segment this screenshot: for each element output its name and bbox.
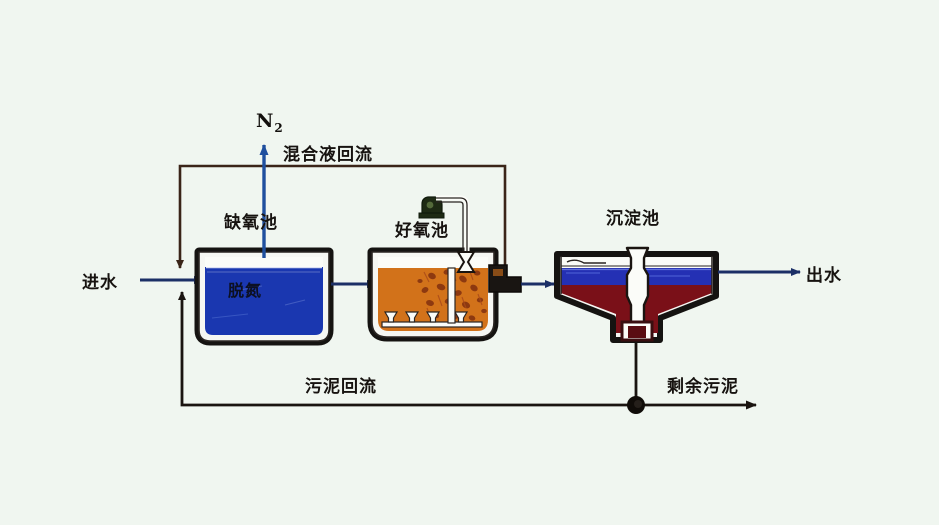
aerobic-outlet — [488, 264, 555, 293]
anoxic-water-body — [205, 267, 323, 335]
anoxic-tank — [194, 247, 334, 346]
diffuser-header — [381, 267, 483, 328]
settler-center-column — [625, 246, 650, 324]
nitrogen-subscript: 2 — [274, 120, 284, 135]
label-anoxic-tank: 缺氧池 — [224, 213, 278, 233]
nitrogen-symbol: N — [256, 110, 275, 132]
label-influent: 进水 — [82, 273, 118, 293]
label-effluent: 出水 — [806, 266, 842, 286]
mixed-liquor-return-line — [176, 164, 507, 279]
label-mixed-liquor-return: 混合液回流 — [283, 145, 373, 165]
blower-unit — [418, 195, 476, 273]
label-settling-tank: 沉淀池 — [606, 209, 660, 229]
sludge-return-line — [178, 291, 638, 407]
settling-tank — [554, 246, 719, 343]
label-nitrogen-gas: N2 — [256, 110, 284, 135]
excess-sludge-line — [627, 396, 757, 414]
label-sludge-return: 污泥回流 — [305, 377, 377, 397]
label-denitrification: 脱氮 — [228, 281, 263, 300]
label-excess-sludge: 剩余污泥 — [667, 377, 739, 397]
label-aerobic-tank: 好氧池 — [395, 221, 449, 241]
aerobic-tank — [367, 247, 499, 342]
air-connector — [456, 251, 476, 273]
